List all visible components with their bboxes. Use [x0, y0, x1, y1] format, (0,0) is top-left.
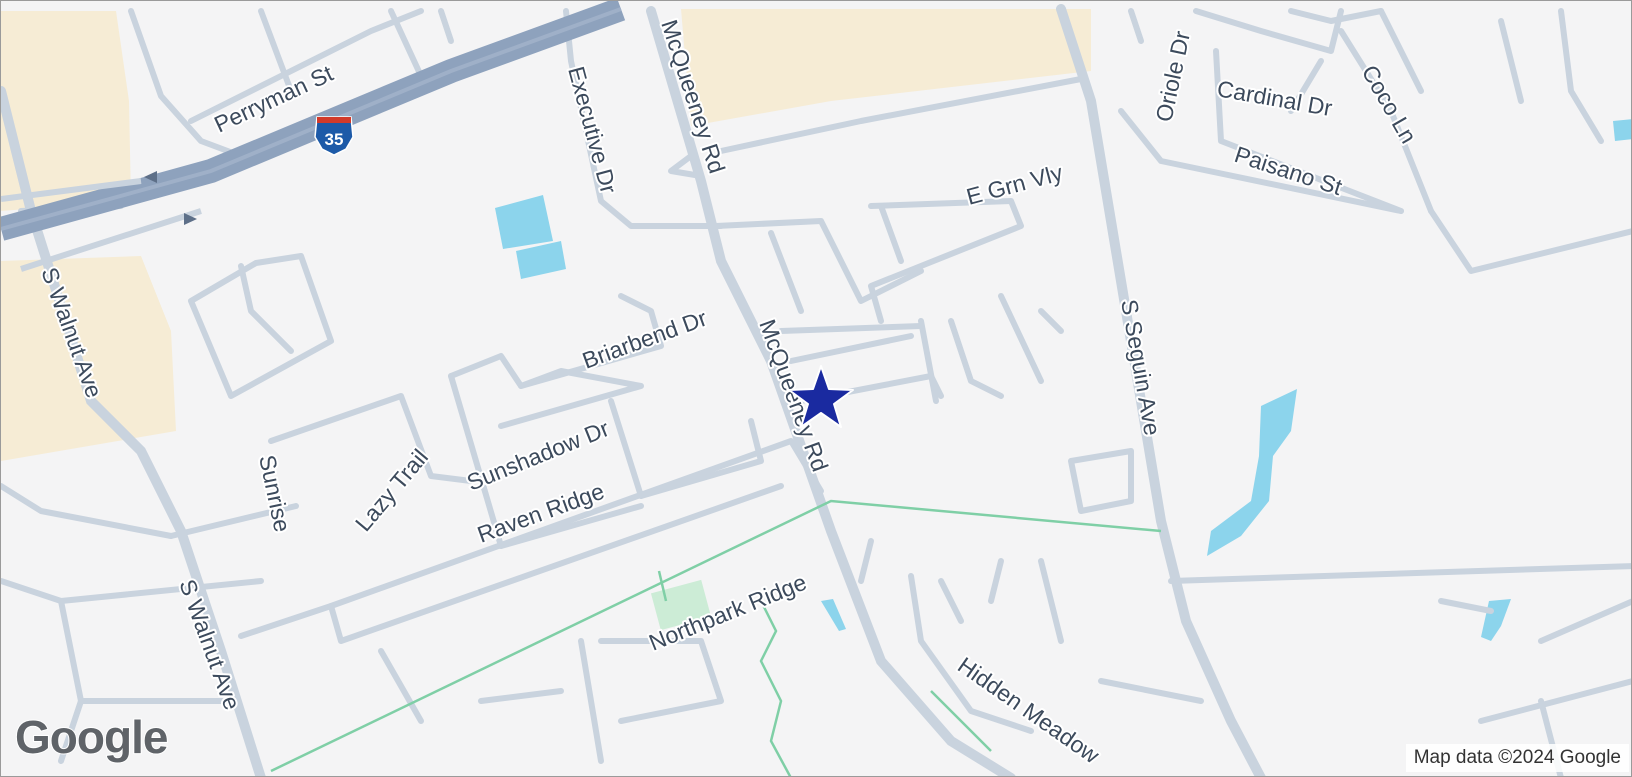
pond [821, 599, 846, 631]
minor-roads [1, 8, 1631, 776]
street-label-lazy-trail: Lazy Trail [350, 444, 433, 536]
google-logo: Google [14, 710, 169, 764]
map-attribution[interactable]: Map data ©2024 Google [1405, 744, 1629, 772]
street-label-briarbend: Briarbend Dr [579, 305, 711, 374]
mcqueeney-road [646, 6, 1016, 776]
street-label-walnut-south: S Walnut Ave [174, 576, 245, 713]
street-label-oriole: Oriole Dr [1150, 28, 1195, 124]
pond [495, 195, 553, 249]
green-trail [270, 499, 1162, 773]
commercial-area [1, 256, 176, 461]
street-label-seguin: S Seguin Ave [1116, 297, 1166, 437]
street-label-paisano: Paisano St [1231, 141, 1345, 200]
street-label-sunrise: Sunrise [254, 453, 296, 535]
pond [1613, 119, 1631, 141]
street-label-cardinal: Cardinal Dr [1215, 75, 1334, 121]
commercial-area [1, 11, 131, 211]
green-trail [657, 570, 668, 602]
green-trail [930, 690, 992, 752]
green-trail [759, 600, 792, 776]
interstate-number: 35 [325, 130, 344, 149]
one-way-arrow-icon [144, 171, 157, 183]
interstate-shield-icon: 35 [314, 116, 354, 156]
pond [1481, 599, 1511, 641]
seguin-avenue [1056, 4, 1266, 776]
commercial-area [681, 9, 1091, 126]
pond [516, 241, 566, 279]
park [650, 579, 712, 631]
street-label-executive: Executive Dr [563, 64, 622, 197]
one-way-arrow-icon [184, 213, 197, 225]
pond [1207, 389, 1297, 556]
star-marker-icon[interactable] [788, 365, 854, 428]
